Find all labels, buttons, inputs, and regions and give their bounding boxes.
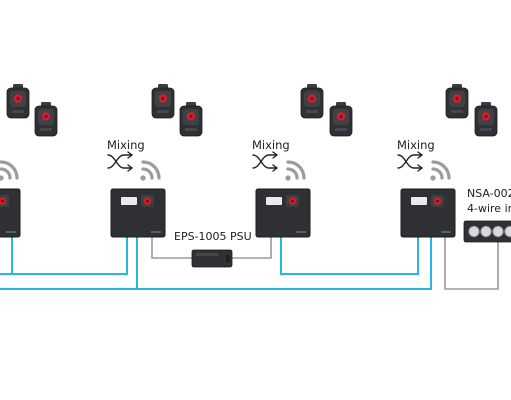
cable-psu-in (151, 237, 192, 259)
mixing-label-2: Mixing (252, 138, 290, 152)
mixing-label-3: Mixing (397, 138, 435, 152)
base-station-icon (400, 188, 456, 238)
beltpack-icon (179, 101, 203, 137)
blue-cables (0, 237, 432, 290)
cable-psu-out (232, 237, 272, 259)
cable-blue-bottom-1 (0, 237, 138, 290)
beltpack-icon (6, 83, 30, 119)
mixing-crossover-icon (397, 151, 423, 172)
wifi-icon (428, 160, 451, 183)
cable-nsa (444, 237, 499, 290)
base-station-icon (110, 188, 166, 238)
base-station-icon (0, 188, 21, 238)
mixing-crossover-icon (107, 151, 133, 172)
wifi-icon (283, 160, 306, 183)
beltpack-group-1 (6, 83, 58, 137)
cable-blue-top-2 (280, 237, 419, 275)
beltpack-icon (151, 83, 175, 119)
wifi-icon (0, 160, 19, 183)
beltpack-icon (34, 101, 58, 137)
wifi-icon (138, 160, 161, 183)
nsa-label-line2: 4-wire in (467, 202, 511, 215)
beltpack-group-4 (445, 83, 498, 137)
beltpack-icon (329, 101, 353, 137)
cable-blue-bottom-2 (137, 237, 432, 290)
interface-box-icon (463, 220, 511, 243)
mixing-crossover-icon (252, 151, 278, 172)
grey-cables (151, 237, 499, 290)
psu-icon (191, 249, 233, 268)
psu-label: EPS-1005 PSU (174, 230, 252, 243)
beltpack-icon (300, 83, 324, 119)
beltpack-group-3 (300, 83, 353, 137)
mixing-label-1: Mixing (107, 138, 145, 152)
nsa-label-line1: NSA-002 (467, 187, 511, 200)
beltpack-icon (445, 83, 469, 119)
beltpack-group-2 (151, 83, 203, 137)
cable-blue-top-1 (0, 237, 128, 275)
base-station-icon (255, 188, 311, 238)
beltpack-icon (474, 101, 498, 137)
